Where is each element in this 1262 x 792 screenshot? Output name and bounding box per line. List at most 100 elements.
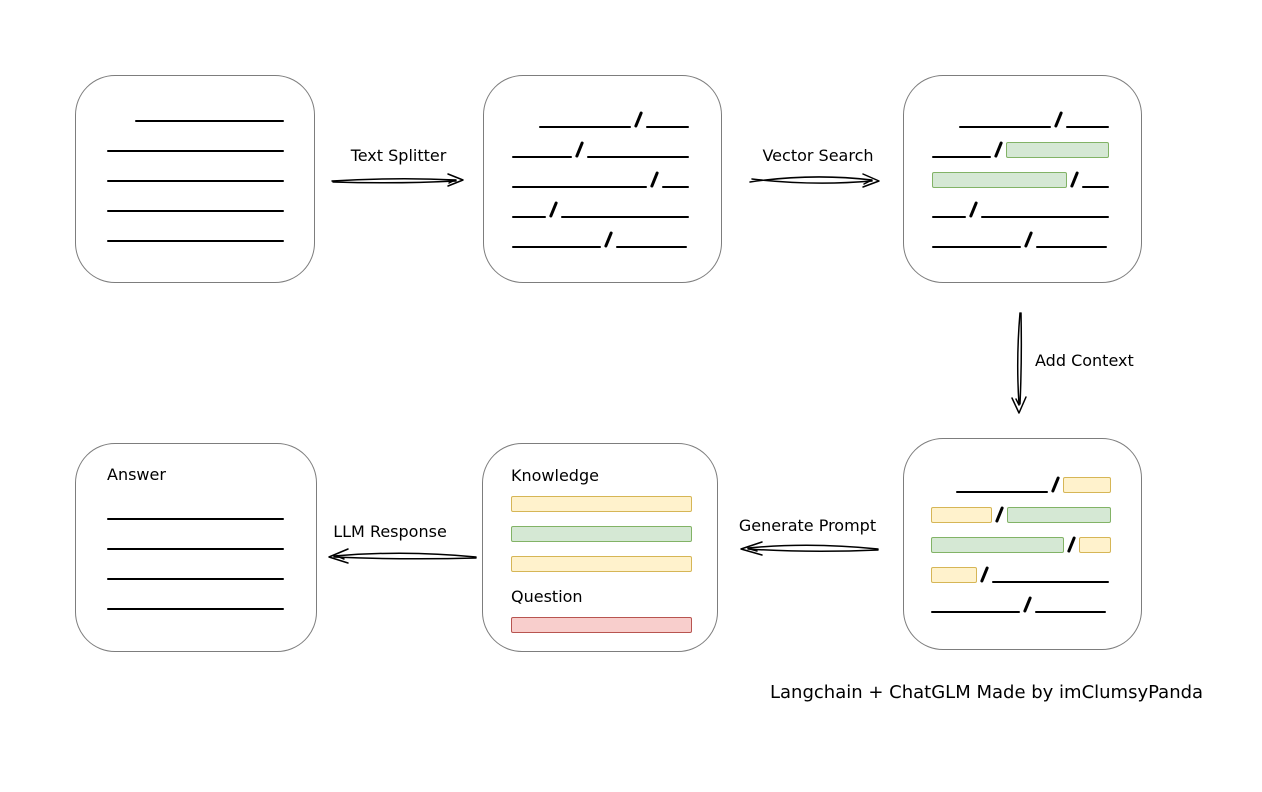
context-chunk-rows: [931, 475, 1111, 613]
text-line: [1036, 246, 1107, 248]
segment-row: [511, 617, 692, 633]
answer-lines: [107, 502, 284, 610]
segment-row: [511, 556, 692, 572]
text-line: [1035, 611, 1106, 613]
yellow-chunk-bar: [1079, 537, 1111, 553]
slash-separator: [994, 506, 1004, 523]
yellow-chunk-bar: [511, 496, 692, 512]
segment-row: [107, 532, 284, 550]
segment-row: [931, 475, 1111, 493]
split-text-rows: [512, 110, 689, 248]
text-line: [512, 216, 546, 218]
arrow-llm-response: [328, 548, 477, 564]
segment-row: [932, 110, 1109, 128]
answer-label: Answer: [107, 465, 166, 484]
knowledge-bars: [511, 496, 692, 572]
segment-row: [107, 164, 284, 182]
text-line: [561, 216, 689, 218]
text-line: [1081, 186, 1109, 188]
slash-separator: [575, 141, 585, 158]
segment-row: [512, 170, 689, 188]
green-chunk-bar: [511, 526, 692, 542]
segment-row: [107, 194, 284, 212]
arrow-add-context: [1011, 312, 1027, 414]
text-line: [1066, 126, 1109, 128]
yellow-chunk-bar: [931, 567, 977, 583]
slash-separator: [1022, 596, 1033, 613]
segment-row: [511, 526, 692, 542]
vector-search-label: Vector Search: [762, 146, 874, 165]
text-line: [107, 240, 284, 242]
green-chunk-bar: [932, 172, 1067, 188]
segment-row: [512, 110, 689, 128]
question-bar: [511, 617, 692, 633]
text-splitter-label: Text Splitter: [350, 146, 447, 165]
slash-separator: [1067, 536, 1077, 553]
caption: Langchain + ChatGLM Made by imClumsyPand…: [770, 682, 1204, 703]
node-answer: Answer: [75, 443, 317, 652]
segment-row: [931, 595, 1111, 613]
text-line: [992, 581, 1109, 583]
segment-row: [931, 535, 1111, 553]
vector-match-rows: [932, 110, 1109, 248]
segment-row: [512, 140, 689, 158]
text-line: [646, 126, 689, 128]
text-line: [616, 246, 687, 248]
node-vector-matches: [903, 75, 1142, 283]
segment-row: [107, 562, 284, 580]
question-label: Question: [511, 587, 583, 606]
text-line: [587, 156, 689, 158]
yellow-chunk-bar: [931, 507, 992, 523]
slash-separator: [1053, 111, 1064, 128]
text-line: [107, 518, 284, 520]
text-line: [107, 210, 284, 212]
segment-row: [512, 200, 689, 218]
node-context-chunks: [903, 438, 1142, 650]
text-line: [107, 150, 284, 152]
segment-row: [511, 496, 692, 512]
llm-response-label: LLM Response: [333, 522, 447, 541]
text-line: [932, 246, 1021, 248]
slash-separator: [1069, 171, 1079, 188]
segment-row: [932, 140, 1109, 158]
segment-row: [107, 592, 284, 610]
segment-row: [932, 200, 1109, 218]
arrow-text-splitter: [331, 173, 464, 187]
generate-prompt-label: Generate Prompt: [738, 516, 877, 535]
text-line: [512, 246, 601, 248]
segment-row: [512, 230, 689, 248]
knowledge-label: Knowledge: [511, 466, 599, 485]
add-context-label: Add Context: [1035, 351, 1134, 370]
text-line: [539, 126, 631, 128]
slash-separator: [968, 201, 979, 218]
node-source-document: [75, 75, 315, 283]
text-line: [661, 186, 689, 188]
segment-row: [931, 565, 1111, 583]
text-line: [932, 156, 992, 158]
segment-row: [932, 170, 1109, 188]
red-chunk-bar: [511, 617, 692, 633]
text-line: [981, 216, 1109, 218]
green-chunk-bar: [1006, 507, 1111, 523]
yellow-chunk-bar: [1063, 477, 1111, 493]
text-line: [512, 186, 647, 188]
arrow-generate-prompt: [740, 541, 879, 556]
text-line: [959, 126, 1051, 128]
slash-separator: [1023, 231, 1034, 248]
segment-row: [107, 224, 284, 242]
green-chunk-bar: [931, 537, 1065, 553]
segment-row: [107, 134, 284, 152]
slash-separator: [633, 111, 644, 128]
slash-separator: [649, 171, 659, 188]
text-line: [932, 216, 966, 218]
text-line: [135, 120, 284, 122]
node-prompt: Knowledge Question: [482, 443, 718, 652]
green-chunk-bar: [1006, 142, 1109, 158]
slash-separator: [994, 141, 1004, 158]
text-line: [107, 548, 284, 550]
document-lines: [107, 104, 284, 242]
slash-separator: [979, 566, 990, 583]
segment-row: [107, 104, 284, 122]
